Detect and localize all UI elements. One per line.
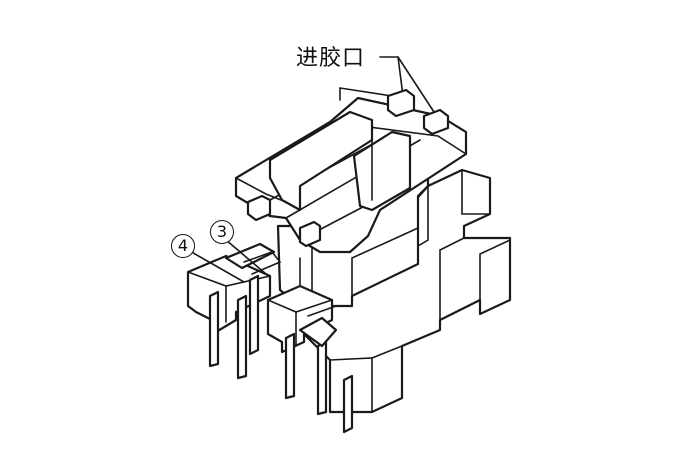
pin-3-label: 3 (210, 220, 234, 244)
pins (208, 251, 354, 434)
pin-block-left (186, 242, 276, 334)
gate-label: 进胶口 (296, 46, 366, 71)
gate-leader-lines (379, 56, 435, 113)
bobbin-base-frame (298, 168, 512, 414)
pin-leaders (187, 239, 267, 283)
pin-block-center (266, 284, 334, 354)
winding-slots (268, 110, 412, 212)
pin-4-label: 4 (171, 234, 195, 258)
gate-blocks (246, 88, 450, 248)
